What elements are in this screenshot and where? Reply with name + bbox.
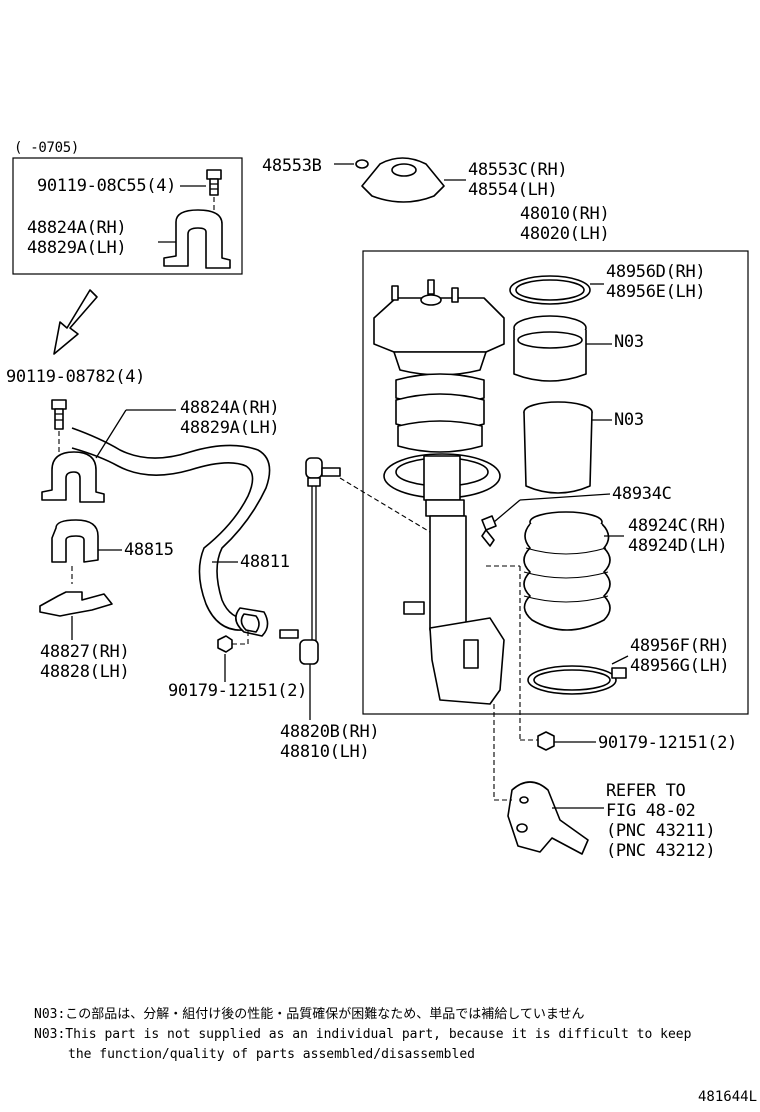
support-lh-label[interactable]: 48554(LH) <box>468 180 558 200</box>
knuckle-icon <box>507 781 589 855</box>
main-bracket-rh-label[interactable]: 48824A(RH) <box>180 398 280 418</box>
stabilizer-link-icon <box>279 457 341 665</box>
refer-line-3[interactable]: (PNC 43211) <box>606 821 716 841</box>
n03-upper-label[interactable]: N03 <box>614 332 644 352</box>
inset-bracket-icon <box>163 209 231 269</box>
lower-bracket-rh-label[interactable]: 48827(RH) <box>40 642 130 662</box>
boot-rh-label[interactable]: 48924C(RH) <box>628 516 728 536</box>
inset-period-label: ( -0705) <box>14 140 80 156</box>
inset-bracket-lh-label[interactable]: 48829A(LH) <box>27 238 127 258</box>
link-rh-label[interactable]: 48820B(RH) <box>280 722 380 742</box>
bushing-label[interactable]: 48815 <box>124 540 174 560</box>
arrow-icon <box>53 289 98 355</box>
inset-box <box>12 157 243 275</box>
upper-clamp-icon <box>509 275 591 305</box>
absorber-assembly-box <box>362 250 749 715</box>
refer-line-2[interactable]: FIG 48-02 <box>606 801 696 821</box>
stabilizer-bar-icon <box>71 427 271 637</box>
boot-lh-label[interactable]: 48924D(LH) <box>628 536 728 556</box>
refer-line-1[interactable]: REFER TO <box>606 781 686 801</box>
link-lh-label[interactable]: 48810(LH) <box>280 742 370 762</box>
main-bolt-icon <box>51 399 67 430</box>
clip-icon <box>481 515 497 547</box>
right-nut-label[interactable]: 90179-12151(2) <box>598 733 738 753</box>
absorber-rh-label[interactable]: 48010(RH) <box>520 204 610 224</box>
left-nut-icon <box>217 635 233 653</box>
mount-nut-label[interactable]: 48553B <box>262 156 322 176</box>
lower-cover-icon <box>523 401 593 494</box>
main-bracket-icon <box>41 451 105 503</box>
mount-nut-icon <box>355 159 369 169</box>
inset-bolt-label[interactable]: 90119-08C55(4) <box>37 176 177 196</box>
main-bracket-lh-label[interactable]: 48829A(LH) <box>180 418 280 438</box>
lower-bracket-lh-label[interactable]: 48828(LH) <box>40 662 130 682</box>
main-bolt-label[interactable]: 90119-08782(4) <box>6 367 146 387</box>
note-en-2: the function/quality of parts assembled/… <box>68 1047 475 1062</box>
lower-clamp-icon <box>527 665 627 695</box>
upper-cover-icon <box>513 315 587 382</box>
clip-label[interactable]: 48934C <box>612 484 672 504</box>
inset-bolt-icon <box>206 169 222 196</box>
upper-clamp-lh-label[interactable]: 48956E(LH) <box>606 282 706 302</box>
absorber-lh-label[interactable]: 48020(LH) <box>520 224 610 244</box>
inset-bracket-rh-label[interactable]: 48824A(RH) <box>27 218 127 238</box>
support-rh-label[interactable]: 48553C(RH) <box>468 160 568 180</box>
boot-icon <box>523 511 611 631</box>
upper-clamp-rh-label[interactable]: 48956D(RH) <box>606 262 706 282</box>
right-nut-icon <box>537 731 555 751</box>
left-nut-label[interactable]: 90179-12151(2) <box>168 681 308 701</box>
note-jp: N03:この部品は、分解・組付け後の性能・品質確保が困難なため、単品では補給して… <box>34 1007 585 1022</box>
lower-clamp-lh-label[interactable]: 48956G(LH) <box>630 656 730 676</box>
figure-id: 481644L <box>698 1089 758 1105</box>
stabilizer-bar-label[interactable]: 48811 <box>240 552 290 572</box>
bushing-icon <box>51 519 99 563</box>
n03-lower-label[interactable]: N03 <box>614 410 644 430</box>
refer-line-4[interactable]: (PNC 43212) <box>606 841 716 861</box>
lower-clamp-rh-label[interactable]: 48956F(RH) <box>630 636 730 656</box>
note-en-1: N03:This part is not supplied as an indi… <box>34 1027 692 1042</box>
upper-support-icon <box>361 157 445 203</box>
shock-absorber-icon <box>373 279 505 705</box>
lower-bracket-icon <box>39 591 113 617</box>
